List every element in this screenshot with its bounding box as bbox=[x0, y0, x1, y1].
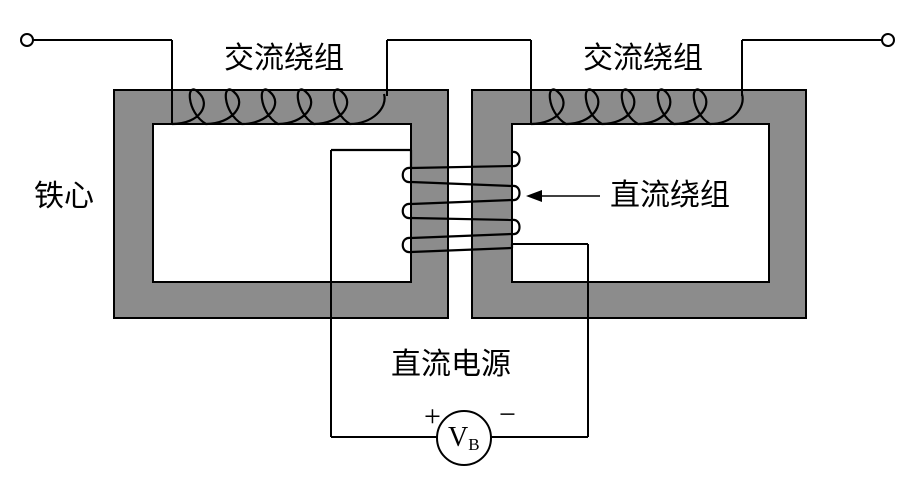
dc-winding-coil bbox=[331, 148, 521, 254]
ac-winding-label-left: 交流绕组 bbox=[224, 41, 344, 76]
ac-winding-label-right: 交流绕组 bbox=[583, 41, 703, 76]
iron-core-label: 铁心 bbox=[34, 179, 94, 214]
right-ac-winding-coil bbox=[530, 88, 744, 126]
voltmeter-label: VB bbox=[448, 422, 480, 454]
left-terminal bbox=[20, 33, 34, 47]
dc-source-circuit bbox=[330, 150, 589, 438]
voltmeter-subscript: B bbox=[468, 435, 480, 454]
voltmeter-letter: V bbox=[448, 422, 469, 453]
plus-sign: + bbox=[424, 400, 441, 433]
dc-winding-arrow bbox=[526, 190, 600, 202]
minus-sign: − bbox=[499, 398, 516, 431]
ac-leads bbox=[33, 39, 882, 124]
dc-source-label: 直流电源 bbox=[391, 347, 511, 382]
left-ac-winding-coil bbox=[171, 88, 386, 126]
right-terminal bbox=[881, 33, 895, 47]
voltmeter-circle bbox=[436, 410, 492, 466]
dc-winding-label: 直流绕组 bbox=[610, 178, 730, 213]
